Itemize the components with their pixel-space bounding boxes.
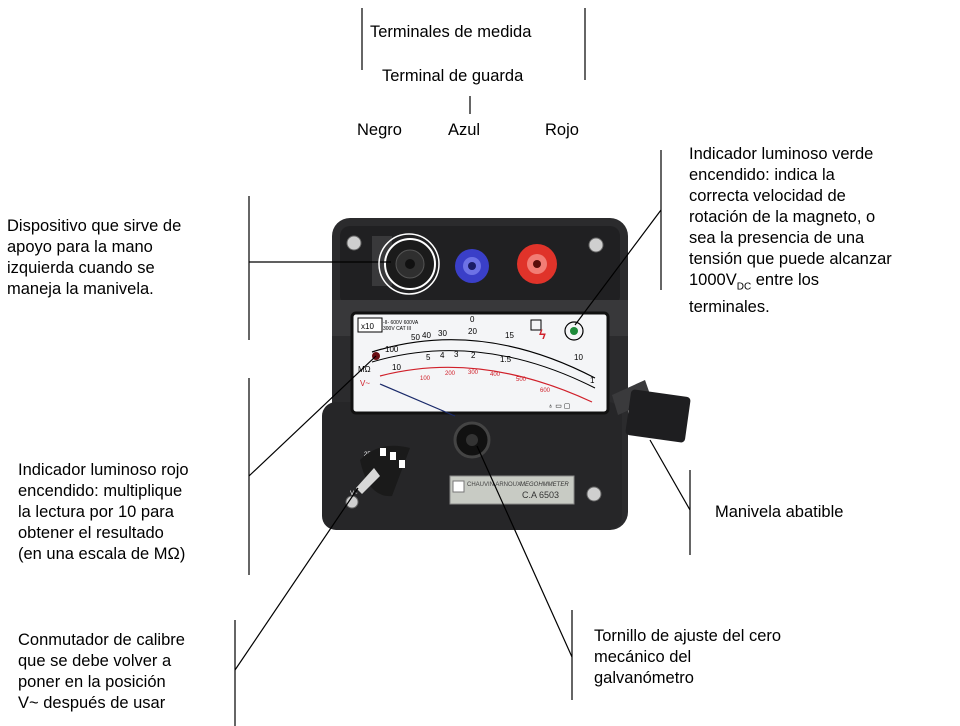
label-verde-line: correcta velocidad de (689, 187, 846, 205)
label-conmutador-line: que se debe volver a (18, 652, 172, 670)
label-verde-line: Indicador luminoso verde (689, 145, 874, 163)
scale-v-label: V~ (360, 379, 370, 388)
label-apoyo-line: apoyo para la mano (7, 238, 153, 256)
scale-mid-number: 1 (590, 376, 595, 385)
svg-text:♁ ▭ ▢: ♁ ▭ ▢ (548, 403, 570, 410)
scale-mid-number: 1.5 (500, 355, 512, 364)
label-indicador-rojo: Indicador luminoso rojo encendido: multi… (18, 460, 189, 565)
label-apoyo-line: izquierda cuando se (7, 259, 155, 277)
scale-mid-number: 10 (392, 363, 401, 372)
label-terminales-medida: Terminales de medida (370, 23, 532, 41)
zero-adjust-screw[interactable] (453, 421, 491, 459)
voltage-rest: entre los (751, 271, 820, 289)
label-verde-line: sea la presencia de una (689, 229, 865, 247)
scale-mid-number: 100 (385, 345, 399, 354)
label-rojo-line: (en una escala de MΩ) (18, 545, 186, 563)
label-conmutador-line: poner en la posición (18, 673, 166, 691)
scale-unit: MΩ (358, 365, 371, 374)
svg-text:-II- 600V 600VA: -II- 600V 600VA (383, 320, 419, 326)
voltage-subscript: DC (736, 281, 752, 293)
label-tornillo-line: galvanómetro (594, 669, 694, 687)
label-verde-line: tensión que puede alcanzar (689, 250, 892, 268)
label-apoyo-line: Dispositivo que sirve de (7, 217, 182, 235)
label-manivela: Manivela abatible (715, 503, 844, 521)
label-verde-voltage-line: 1000VDC entre los (689, 270, 892, 297)
multiplier-label: x10 (361, 322, 374, 331)
scale-top-number: 20 (468, 327, 477, 336)
scale-top-number: 15 (505, 331, 514, 340)
label-terminal-guarda: Terminal de guarda (382, 67, 524, 85)
label-verde-line: encendido: indica la (689, 166, 835, 184)
scale-mid-number: 4 (440, 351, 445, 360)
label-tornillo: Tornillo de ajuste del cero mecánico del… (594, 626, 781, 689)
svg-text:ϟ: ϟ (539, 327, 546, 342)
meter-scale: ϟ -II- 600V 600VA 300V CAT III ♁ ▭ ▢ (357, 317, 596, 417)
svg-text:300V CAT III: 300V CAT III (383, 326, 411, 332)
scale-voltage-number: 400 (490, 372, 501, 378)
label-tornillo-line: Tornillo de ajuste del cero (594, 627, 782, 645)
label-rojo: Rojo (545, 121, 579, 139)
range-switch[interactable] (345, 445, 410, 509)
terminal-red[interactable] (517, 244, 557, 284)
scale-zero: 0 (470, 315, 475, 324)
scale-top-number: 30 (438, 329, 447, 338)
scale-voltage-number: 100 (420, 376, 431, 382)
label-tornillo-line: mecánico del (594, 648, 692, 666)
highlight-ring (378, 233, 440, 295)
label-rojo-line: Indicador luminoso rojo (18, 461, 189, 479)
brand-plate (449, 475, 575, 505)
label-verde-line: rotación de la magneto, o (689, 208, 876, 226)
label-azul: Azul (448, 121, 481, 139)
label-indicador-verde: Indicador luminoso verde encendido: indi… (689, 144, 892, 318)
scale-top-number: 40 (422, 331, 431, 340)
label-verde-line: terminales. (689, 298, 770, 317)
label-conmutador-line: V~ después de usar (18, 694, 166, 712)
terminal-blue[interactable] (455, 249, 489, 283)
scale-voltage-number: 300 (468, 370, 479, 376)
terminal-black[interactable] (384, 238, 436, 290)
scale-mid-number: 2 (471, 351, 476, 360)
leader-lines (234, 8, 691, 726)
scale-voltage-number: 500 (516, 377, 527, 383)
scale-voltage-number: 200 (445, 371, 456, 377)
label-conmutador-line: Conmutador de calibre (18, 631, 185, 649)
case-screws (346, 235, 604, 502)
label-rojo-line: la lectura por 10 para (18, 503, 174, 521)
model-number: C.A 6503 (522, 490, 559, 500)
meter-window (350, 311, 610, 415)
voltage-value: 1000V (689, 271, 737, 289)
model-name: MEGOHMMETER (520, 482, 569, 488)
label-apoyo: Dispositivo que sirve de apoyo para la m… (7, 216, 181, 300)
scale-voltage-number: 600 (540, 388, 551, 394)
scale-top-number: 10 (574, 353, 583, 362)
crank-handle[interactable] (612, 380, 691, 443)
label-apoyo-line: maneja la manivela. (7, 280, 154, 298)
scale-top-number: 50 (411, 333, 420, 342)
label-negro: Negro (357, 121, 402, 139)
label-rojo-line: encendido: multiplique (18, 482, 183, 500)
label-rojo-line: obtener el resultado (18, 524, 164, 542)
label-conmutador: Conmutador de calibre que se debe volver… (18, 630, 185, 714)
scale-mid-number: 3 (454, 350, 459, 359)
scale-mid-number: 5 (426, 353, 431, 362)
